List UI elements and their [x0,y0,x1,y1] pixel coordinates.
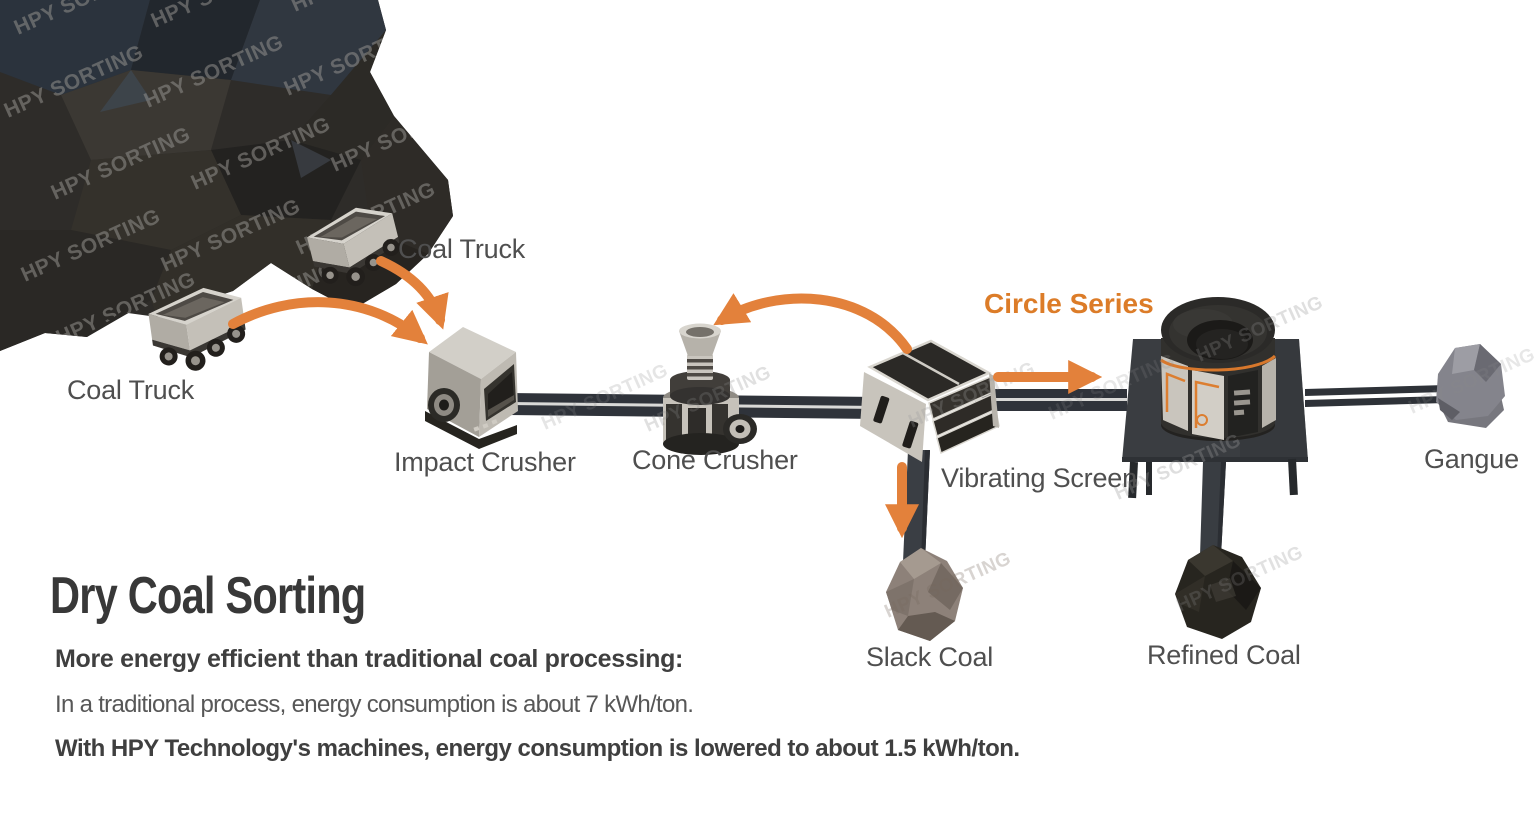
conveyor-belt-to-gangue [1305,385,1446,407]
cone-crusher-machine [663,323,757,455]
label-coal-truck-left: Coal Truck [67,375,195,405]
refined-coal-rock [1175,545,1261,639]
efficiency-heading: More energy efficient than traditional c… [55,645,684,673]
label-cone-crusher: Cone Crusher [632,445,798,475]
circle-series-machine [1160,297,1277,441]
coal-truck-left [148,287,246,371]
label-slack-coal: Slack Coal [866,642,994,672]
traditional-process-line: In a traditional process, energy consump… [55,691,694,718]
slack-coal-chute [903,450,930,562]
coal-truck-top [307,207,400,287]
gangue-rock [1436,344,1505,428]
label-circle-series: Circle Series [984,288,1154,319]
page-title: Dry Coal Sorting [50,567,366,625]
label-gangue: Gangue [1424,444,1519,474]
flow-arrows [228,256,1103,539]
label-coal-truck-top: Coal Truck [398,234,526,264]
label-vibrating-screen: Vibrating Screen [941,463,1137,493]
vibrating-screen-machine [860,339,1000,462]
label-impact-crusher: Impact Crusher [394,447,576,477]
impact-crusher-machine [425,327,518,449]
arrow-truck-left-to-impact-crusher [228,297,428,345]
conveyor-belt-screen-to-sorter [975,389,1127,411]
slack-coal-rock [886,548,963,641]
arrow-screen-to-cone-crusher [713,293,912,354]
refined-coal-chute [1200,462,1226,556]
label-refined-coal: Refined Coal [1147,640,1301,670]
hpy-technology-line: With HPY Technology's machines, energy c… [55,735,1020,762]
arrow-truck-top-to-impact-crusher [376,256,449,330]
